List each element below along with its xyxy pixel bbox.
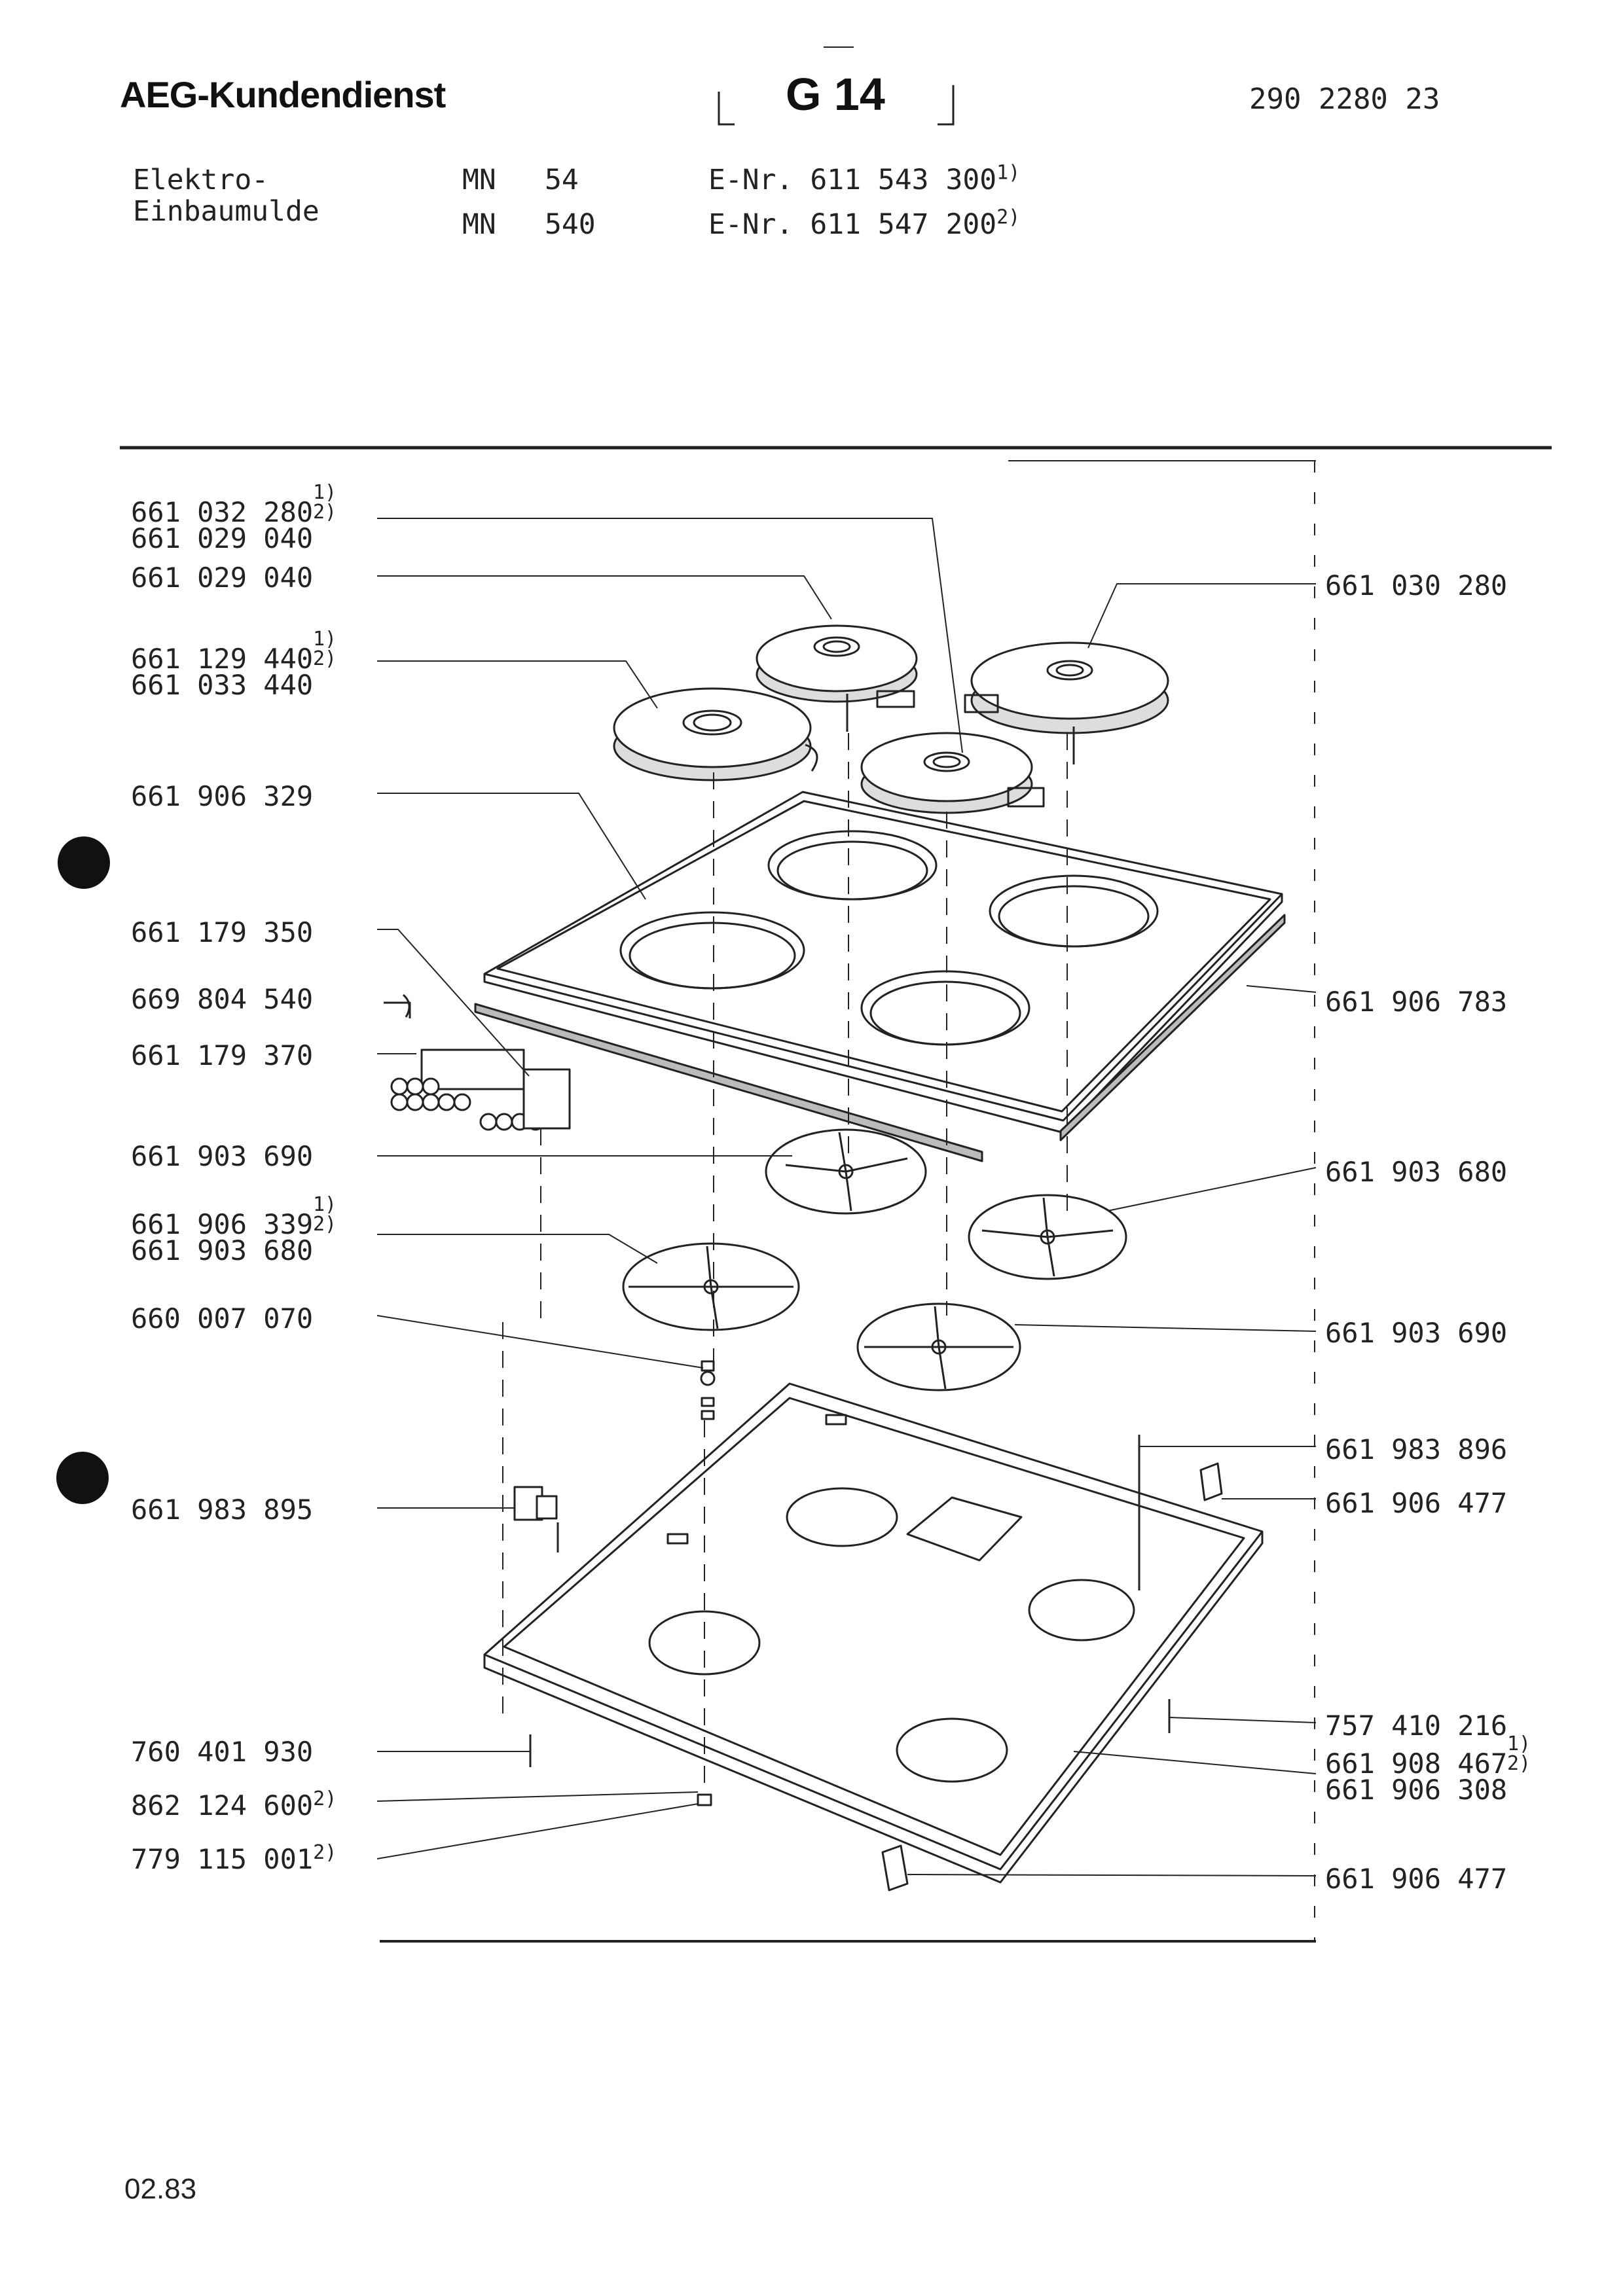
carrier-spider <box>856 1302 1021 1391</box>
part-number-label: 661 906 308 <box>1325 1774 1508 1806</box>
hotplate-back-right <box>964 641 1169 764</box>
part-number-label: 661 903 680 <box>1325 1156 1508 1188</box>
part-number-label: 661 179 350 <box>131 916 314 948</box>
model-number-2: 540 <box>545 208 596 241</box>
hotplate-front-left <box>613 687 818 781</box>
part-number-label: 661 906 477 <box>1325 1863 1508 1895</box>
part-number-label: 661 983 895 <box>131 1494 314 1526</box>
e-nr-row-2: E-Nr. 611 547 2002) <box>708 206 1021 241</box>
e-nr-value-2: 611 547 200 <box>810 208 997 241</box>
bracket-left <box>718 92 735 126</box>
part-number-label: 661 903 690 <box>131 1140 314 1172</box>
e-nr-label-1: E-Nr. <box>708 164 793 196</box>
bullet-marker <box>58 836 110 889</box>
appliance-type-line2: Einbaumulde <box>133 195 319 228</box>
footnote-stack: 1)2) <box>1507 1732 1531 1775</box>
appliance-type-line1: Elektro- <box>133 164 269 196</box>
part-number-label: 779 115 0012) <box>131 1841 337 1876</box>
part-number-label: 669 804 540 <box>131 983 314 1015</box>
model-number-1: 54 <box>545 164 579 196</box>
bullet-marker <box>56 1452 109 1504</box>
e-nr-note-1: 1) <box>996 161 1021 185</box>
part-number-label: 661 029 040 <box>131 522 314 554</box>
part-number-label: 661 903 690 <box>1325 1317 1508 1349</box>
e-nr-value-1: 611 543 300 <box>810 164 997 196</box>
part-number-label: 660 007 070 <box>131 1302 314 1335</box>
model-prefix-2: MN <box>462 208 496 241</box>
part-number-label: 661 032 280 <box>131 496 314 528</box>
group-code: G 14 <box>786 69 885 120</box>
e-nr-label-2: E-Nr. <box>708 208 793 241</box>
part-number-label: 661 903 680 <box>131 1234 314 1266</box>
mounting-bracket <box>1199 1462 1223 1501</box>
part-number-label: 661 179 370 <box>131 1039 314 1071</box>
brand-title: AEG-Kundendienst <box>120 74 446 115</box>
cable-clamp <box>513 1486 559 1552</box>
part-number-label: 661 908 467 <box>1325 1748 1508 1780</box>
footnote-stack: 1)2) <box>313 1193 337 1236</box>
issue-date: 02.83 <box>124 2173 197 2205</box>
part-number-label: 661 906 783 <box>1325 986 1508 1018</box>
part-number-label: 661 906 329 <box>131 780 314 812</box>
document-number: 290 2280 23 <box>1249 82 1440 116</box>
part-number-label: 661 029 040 <box>131 562 314 594</box>
screw-stack <box>700 1360 716 1420</box>
part-number-label: 661 906 477 <box>1325 1487 1508 1519</box>
part-number-label: 661 906 339 <box>131 1208 314 1240</box>
part-number-label: 661 129 440 <box>131 643 314 675</box>
hob-top-frame <box>483 791 1283 1134</box>
bracket-right <box>938 85 955 126</box>
carrier-spider <box>765 1128 927 1215</box>
carrier-spider <box>968 1194 1127 1280</box>
part-number-label: 661 030 280 <box>1325 569 1508 601</box>
carrier-spider <box>622 1242 800 1331</box>
part-number-label: 757 410 216 <box>1325 1710 1508 1742</box>
footnote-stack: 1)2) <box>313 481 337 524</box>
e-nr-row-1: E-Nr. 611 543 3001) <box>708 161 1021 196</box>
part-number-label: 760 401 930 <box>131 1736 314 1768</box>
bottom-tray <box>483 1382 1264 1884</box>
seal-strip <box>474 914 1286 1162</box>
footnote-stack: 1)2) <box>313 628 337 670</box>
mounting-bracket <box>881 1844 909 1892</box>
part-number-label: 661 033 440 <box>131 669 314 701</box>
part-number-label: 661 983 896 <box>1325 1433 1508 1465</box>
model-prefix-1: MN <box>462 164 496 196</box>
hotplate-front-center <box>860 732 1045 814</box>
hotplate-back-center <box>756 624 918 732</box>
terminal-block <box>390 1049 571 1131</box>
part-number-label: 862 124 6002) <box>131 1787 337 1822</box>
e-nr-note-2: 2) <box>996 206 1021 229</box>
